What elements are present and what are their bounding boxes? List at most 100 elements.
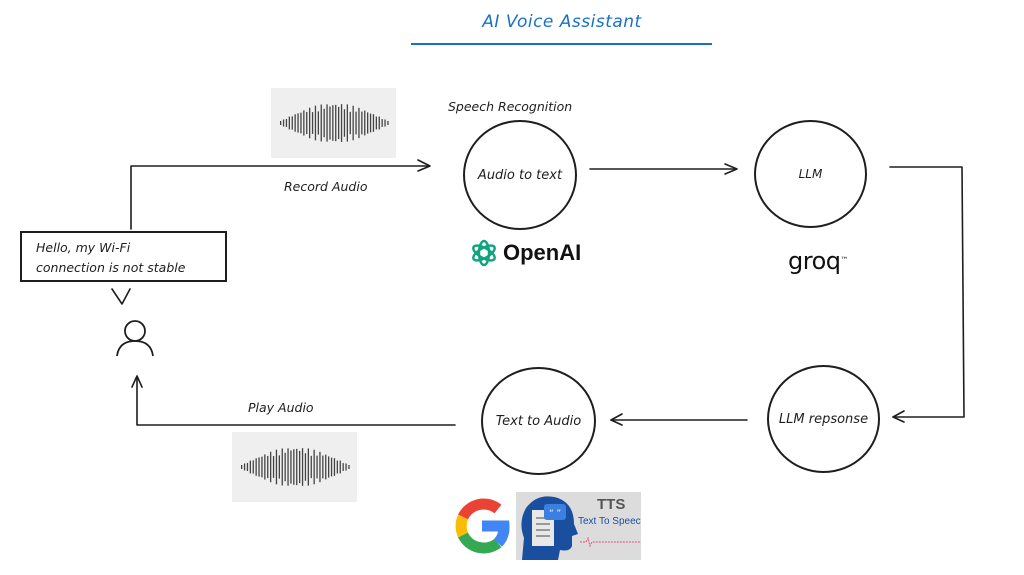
waveform-bar	[263, 454, 265, 480]
waveform-bar	[331, 105, 333, 141]
waveform-bar	[302, 110, 304, 136]
waveform-bar	[246, 462, 248, 472]
waveform-bar	[340, 104, 342, 142]
waveform-bar	[344, 463, 347, 471]
speech-line-2: connection is not stable	[36, 260, 186, 275]
svg-text:“ ”: “ ”	[549, 509, 561, 519]
google-logo	[454, 497, 510, 559]
openai-logo: OpenAI	[468, 237, 581, 269]
waveform-icon	[279, 104, 389, 142]
waveform-bar	[257, 457, 260, 477]
waveform-bar	[301, 448, 303, 486]
diagram-title: AI Voice Assistant	[482, 12, 642, 32]
waveform-bar	[381, 119, 383, 127]
waveform-bar	[321, 455, 323, 479]
waveform-bar	[311, 112, 313, 134]
waveform-bar	[330, 457, 332, 477]
waveform-bar	[352, 105, 354, 141]
waveform-bar	[305, 111, 307, 135]
node-llm[interactable]: LLM	[754, 120, 867, 228]
google-g-icon	[455, 498, 510, 554]
waveform-bar	[354, 111, 357, 135]
llm-to-response-arrowhead	[892, 410, 905, 423]
waveform-bar	[240, 465, 242, 469]
waveform-bar	[334, 104, 336, 142]
waveform-bar	[279, 121, 281, 125]
waveform-bar	[324, 454, 326, 480]
waveform-bar	[327, 456, 329, 478]
waveform-bar	[328, 106, 331, 140]
user-icon	[116, 320, 154, 357]
title-underline	[411, 43, 712, 45]
waveform-bar	[369, 113, 371, 133]
waveform-bar	[249, 460, 251, 474]
waveform-bar	[336, 460, 338, 474]
waveform-bar	[314, 105, 316, 141]
waveform-bar	[282, 119, 284, 127]
waveform-bar	[342, 463, 344, 471]
waveform-bar	[360, 111, 362, 135]
play-audio-connector	[136, 376, 456, 426]
speech-bubble-tail	[111, 288, 131, 305]
node-llm-response[interactable]: LLM repsonse	[767, 365, 880, 473]
waveform-bar	[285, 118, 287, 128]
node-label: Text to Audio	[495, 413, 582, 429]
waveform-bar	[260, 456, 263, 478]
node-audio-to-text[interactable]: Audio to text	[463, 120, 577, 230]
waveform-bar	[363, 110, 365, 136]
waveform-bar	[333, 458, 335, 476]
record-audio-connector	[130, 165, 429, 230]
waveform-bar	[313, 449, 315, 485]
response-to-tts-arrowhead	[610, 413, 623, 426]
node-label: Audio to text	[477, 167, 563, 183]
waveform-bar	[310, 455, 312, 479]
groq-trademark: ™	[840, 255, 849, 265]
tts-title: TTS	[597, 496, 626, 513]
waveform-bar	[269, 451, 271, 483]
waveform-bar	[386, 121, 389, 125]
user-speech-bubble: Hello, my Wi-Fi connection is not stable	[20, 231, 227, 282]
tts-logo: “ ” TTS Text To Speech	[516, 492, 641, 560]
waveform-bar	[284, 452, 286, 482]
waveform-bar	[357, 107, 360, 139]
waveform-bar	[320, 104, 322, 142]
waveform-bar	[375, 116, 377, 130]
waveform-bar	[339, 460, 341, 474]
waveform-bar	[308, 107, 310, 139]
waveform-bar	[366, 112, 368, 134]
waveform-bar	[318, 451, 321, 483]
waveform-bar	[266, 455, 268, 479]
waveform-bar	[289, 450, 292, 484]
waveform-bar	[272, 456, 274, 478]
node-text-to-audio[interactable]: Text to Audio	[481, 367, 596, 475]
waveform-bar	[325, 104, 328, 142]
waveform-bar	[304, 453, 306, 481]
waveform-bar	[292, 449, 294, 485]
waveform-bar	[347, 465, 350, 469]
stt-to-llm-arrowhead	[724, 163, 738, 175]
waveform-bar	[337, 106, 339, 140]
groq-wordmark: groq	[788, 247, 841, 275]
waveform-bar	[294, 114, 296, 132]
waveform-bar	[255, 458, 257, 476]
waveform-bar	[383, 119, 386, 127]
play-audio-arrowhead	[131, 375, 143, 388]
waveform-bar	[298, 450, 300, 484]
openai-wordmark: OpenAI	[503, 240, 582, 265]
waveform-bar	[296, 113, 299, 133]
groq-logo: groq™	[788, 247, 849, 275]
waveform-bar	[372, 114, 374, 132]
openai-icon	[472, 239, 496, 267]
waveform-bar	[315, 455, 318, 479]
record-audio-arrowhead	[417, 159, 431, 172]
play-audio-label: Play Audio	[248, 400, 314, 415]
waveform-bar	[252, 460, 254, 474]
record-audio-waveform	[271, 88, 396, 158]
waveform-bar	[299, 112, 302, 134]
waveform-bar	[349, 111, 351, 135]
play-audio-waveform	[232, 432, 357, 502]
waveform-bar	[286, 448, 289, 486]
waveform-bar	[291, 116, 293, 130]
waveform-bar	[317, 111, 319, 135]
